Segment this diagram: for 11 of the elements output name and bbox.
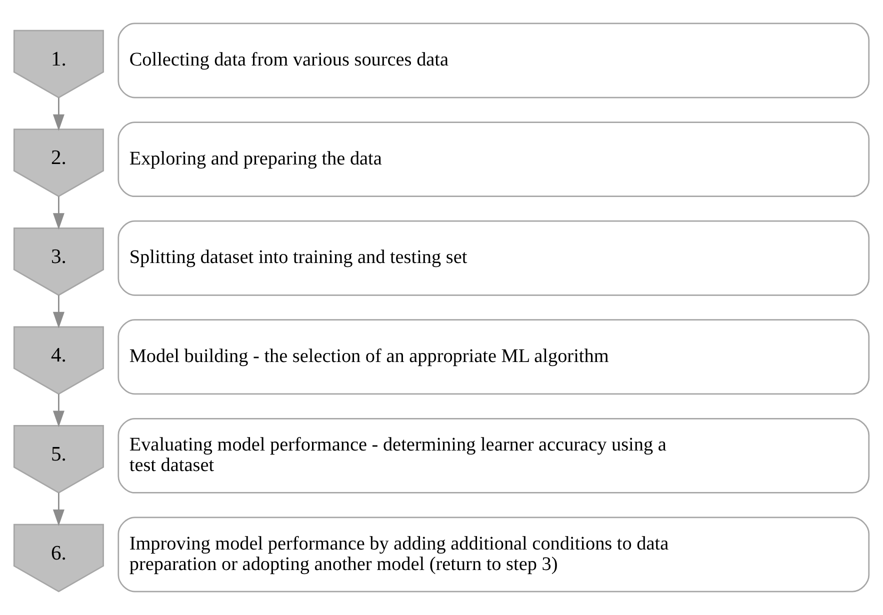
node-box: Model building - the selection of an appropriate ML algorithm — [118, 319, 870, 395]
node-box: Evaluating model performance - determining learner accuracy using a test dataset — [118, 418, 870, 494]
node-box: Improving model performance by adding additional conditions to data preparation or adopting another model (return to step 3) — [118, 516, 870, 592]
arrow — [52, 295, 64, 328]
arrow — [52, 196, 64, 230]
node-box: Exploring and preparing the data — [118, 122, 870, 198]
arrow — [52, 492, 64, 526]
node-box: Collecting data from various sources data — [118, 22, 870, 98]
arrow — [52, 98, 64, 131]
arrow — [52, 394, 64, 428]
node-box: Splitting dataset into training and testing set — [118, 220, 870, 296]
